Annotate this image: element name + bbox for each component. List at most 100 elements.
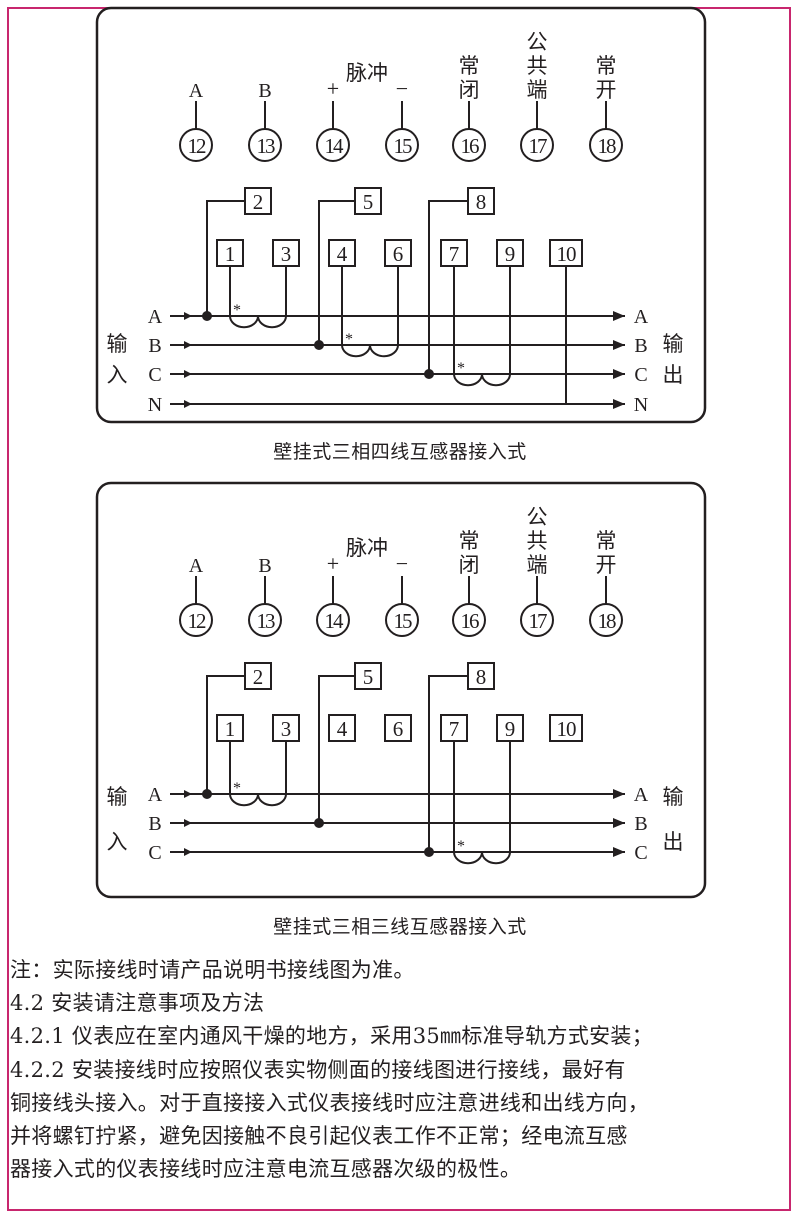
output-line-label-B: B xyxy=(634,813,647,835)
input-arrow-C xyxy=(184,848,192,856)
current-transformer-loop-7-9 xyxy=(453,266,511,387)
input-line-label-B: B xyxy=(148,813,161,835)
input-line-label-C: C xyxy=(148,364,161,386)
terminal-number-14: 14 xyxy=(325,609,345,633)
junction-dot-2 xyxy=(202,311,212,321)
current-terminal-6 xyxy=(384,714,412,742)
terminal-number-16: 16 xyxy=(461,134,480,158)
junction-dot-5 xyxy=(314,818,324,828)
current-terminal-number-7: 7 xyxy=(449,242,460,266)
junction-dot-8 xyxy=(424,847,434,857)
current-terminal-number-10: 10 xyxy=(557,242,577,266)
voltage-terminal-number-8: 8 xyxy=(476,190,487,214)
input-line-label-A: A xyxy=(148,784,163,806)
voltage-terminal-8 xyxy=(467,662,495,690)
output-arrow-C xyxy=(613,369,625,379)
junction-dot-5 xyxy=(314,340,324,350)
current-terminal-number-10: 10 xyxy=(557,717,577,741)
input-arrow-B xyxy=(184,341,192,349)
item-4-2-1: 4.2.1 仪表应在室内通风干燥的地方，采用35㎜标准导轨方式安装； xyxy=(10,1024,654,1048)
note-text: 注：实际接线时请产品说明书接线图为准。 xyxy=(10,958,415,982)
output-line-label-A: A xyxy=(634,784,649,806)
terminal-label-17-char: 共 xyxy=(527,54,548,78)
output-line-label-A: A xyxy=(634,306,649,328)
output-arrow-N xyxy=(613,399,625,409)
current-terminal-number-4: 4 xyxy=(337,242,348,266)
terminal-number-14: 14 xyxy=(325,134,345,158)
current-terminal-1 xyxy=(216,239,244,267)
terminal-label-12: A xyxy=(189,555,204,577)
terminal-label-17-char: 公 xyxy=(527,505,548,529)
voltage-terminal-2 xyxy=(244,187,272,215)
current-terminal-10 xyxy=(549,239,583,267)
section-heading-4-2: 4.2 安装请注意事项及方法 xyxy=(10,991,265,1015)
pulse-label: 脉冲 xyxy=(346,61,388,85)
polarity-mark: * xyxy=(345,331,353,348)
junction-dot-8 xyxy=(424,369,434,379)
voltage-terminal-number-5: 5 xyxy=(363,190,374,214)
terminal-label-17-char: 共 xyxy=(527,529,548,553)
current-transformer-loop-1-3 xyxy=(229,741,287,807)
pulse-label: 脉冲 xyxy=(346,536,388,560)
current-terminal-number-9: 9 xyxy=(505,242,516,266)
terminal-number-18: 18 xyxy=(598,134,617,158)
current-terminal-number-3: 3 xyxy=(281,717,292,741)
meter-outline xyxy=(95,6,707,424)
current-terminal-number-6: 6 xyxy=(393,717,404,741)
input-arrow-C xyxy=(184,370,192,378)
input-line-label-N: N xyxy=(148,394,162,416)
current-terminal-number-1: 1 xyxy=(225,242,236,266)
voltage-terminal-8 xyxy=(467,187,495,215)
polarity-mark: * xyxy=(233,780,241,797)
output-label-char: 出 xyxy=(663,363,684,387)
terminal-label-14: + xyxy=(327,76,339,101)
input-label-char: 输 xyxy=(107,785,128,809)
terminal-label-17-char: 公 xyxy=(527,30,548,54)
terminal-number-18: 18 xyxy=(598,609,617,633)
current-terminal-7 xyxy=(440,714,468,742)
terminal-label-18-char: 常 xyxy=(596,54,617,78)
output-line-label-B: B xyxy=(634,335,647,357)
voltage-terminal-5 xyxy=(354,187,382,215)
current-transformer-loop-1-3 xyxy=(229,266,287,329)
current-terminal-4 xyxy=(328,714,356,742)
current-terminal-number-3: 3 xyxy=(281,242,292,266)
terminal-label-13: B xyxy=(258,555,271,577)
terminal-label-13: B xyxy=(258,80,271,102)
output-label-char: 输 xyxy=(663,785,684,809)
voltage-tap-wire-2 xyxy=(206,675,245,794)
input-label-char: 输 xyxy=(107,332,128,356)
terminal-label-16-char: 闭 xyxy=(459,553,480,577)
terminal-label-12: A xyxy=(189,80,204,102)
current-transformer-loop-7-9 xyxy=(453,741,511,865)
input-arrow-A xyxy=(184,790,192,798)
terminal-label-16-char: 常 xyxy=(459,529,480,553)
terminal-number-13: 13 xyxy=(257,609,276,633)
input-arrow-B xyxy=(184,819,192,827)
input-arrow-N xyxy=(184,400,192,408)
meter-outline xyxy=(95,481,707,899)
current-terminal-7 xyxy=(440,239,468,267)
current-terminal-number-7: 7 xyxy=(449,717,460,741)
terminal-label-16-char: 闭 xyxy=(459,78,480,102)
terminal-label-17-char: 端 xyxy=(527,553,548,577)
voltage-terminal-number-2: 2 xyxy=(253,190,264,214)
item-4-2-2-line-4: 器接入式的仪表接线时应注意电流互感器次级的极性。 xyxy=(10,1157,522,1181)
voltage-terminal-number-8: 8 xyxy=(476,665,487,689)
input-line-label-C: C xyxy=(148,842,161,864)
current-terminal-9 xyxy=(496,239,524,267)
terminal-label-18-char: 开 xyxy=(596,78,617,102)
output-arrow-C xyxy=(613,847,625,857)
polarity-mark: * xyxy=(457,360,465,377)
terminal-label-17-char: 端 xyxy=(527,78,548,102)
diagram-caption-four-wire: 壁挂式三相四线互感器接入式 xyxy=(273,441,527,463)
terminal-number-17: 17 xyxy=(529,134,548,158)
terminal-number-15: 15 xyxy=(394,134,413,158)
current-terminal-10 xyxy=(549,714,583,742)
current-terminal-number-1: 1 xyxy=(225,717,236,741)
voltage-terminal-number-2: 2 xyxy=(253,665,264,689)
input-label-char: 入 xyxy=(107,363,128,387)
item-4-2-2-line-3: 并将螺钉拧紧，避免因接触不良引起仪表工作不正常；经电流互感 xyxy=(10,1124,628,1148)
output-line-label-C: C xyxy=(634,842,647,864)
